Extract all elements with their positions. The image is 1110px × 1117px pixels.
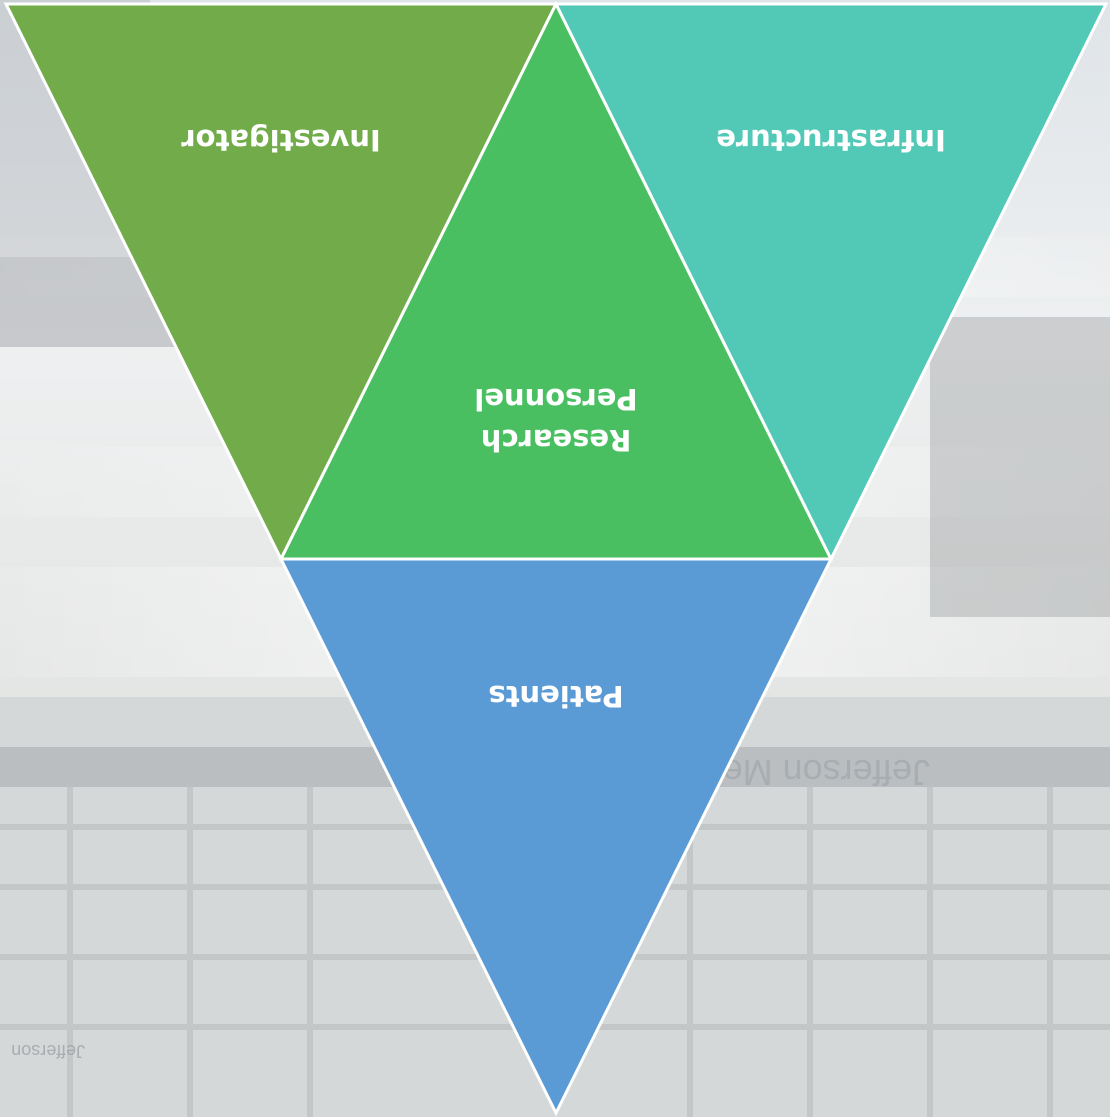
label-research-line2: Personnel: [474, 382, 637, 416]
background-badge-text: Jefferson: [11, 1041, 85, 1061]
label-research-line1: Research: [481, 423, 632, 457]
segment-patients: Patients: [278, 557, 834, 1117]
segment-infrastructure: Infrastructure: [553, 2, 1109, 563]
label-investigator: Investigator: [181, 123, 381, 157]
label-patients: Patients: [488, 679, 623, 713]
label-infrastructure: Infrastructure: [716, 123, 946, 157]
